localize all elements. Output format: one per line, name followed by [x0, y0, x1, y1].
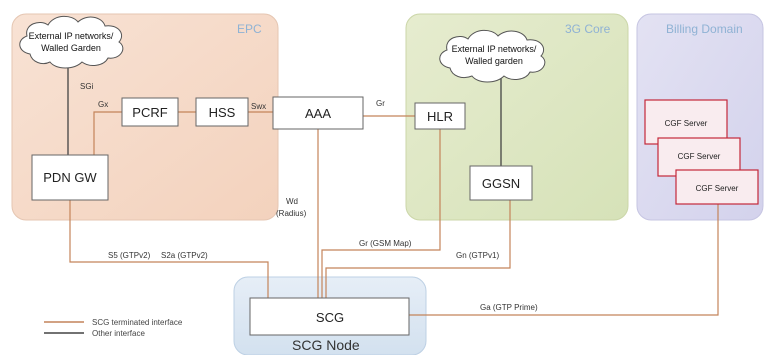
- s5-label: S5 (GTPv2): [108, 251, 151, 260]
- epc-cloud-line2: Walled Garden: [41, 43, 101, 53]
- hss-label: HSS: [209, 105, 236, 120]
- sgi-label: SGi: [80, 82, 94, 91]
- ggsn-box: GGSN: [469, 165, 533, 201]
- epc-title: EPC: [237, 22, 262, 36]
- epc-cloud: External IP networks/ Walled Garden: [19, 15, 124, 69]
- ggsn-label: GGSN: [482, 176, 520, 191]
- hss-box: HSS: [195, 97, 249, 127]
- hlr-label: HLR: [427, 109, 453, 124]
- other-interface-lines: [67, 60, 502, 166]
- scg-label: SCG: [316, 310, 344, 325]
- gx-line: [93, 111, 122, 155]
- ga-label: Ga (GTP Prime): [480, 303, 538, 312]
- gx-label: Gx: [98, 100, 108, 109]
- gn-line: [325, 200, 511, 298]
- cgf-server-3-label: CGF Server: [696, 184, 739, 193]
- radius-label: (Radius): [276, 209, 307, 218]
- ga-line: [409, 203, 719, 316]
- s2a-label: S2a (GTPv2): [161, 251, 208, 260]
- gr-gsm-label: Gr (GSM Map): [359, 239, 412, 248]
- gn-label: Gn (GTPv1): [456, 251, 499, 260]
- scg-node-title: SCG Node: [292, 337, 360, 353]
- hlr-box: HLR: [414, 102, 466, 130]
- pdn-gw-label: PDN GW: [43, 170, 97, 185]
- core3g-cloud-line2: Walled garden: [465, 56, 523, 66]
- legend: SCG terminated interface Other interface: [44, 318, 183, 338]
- aaa-label: AAA: [305, 106, 331, 121]
- billing-title: Billing Domain: [666, 22, 743, 36]
- cgf-server-2-label: CGF Server: [678, 152, 721, 161]
- gr-top-label: Gr: [376, 99, 385, 108]
- core3g-cloud: External IP networks/ Walled garden: [439, 29, 546, 83]
- swx-label: Swx: [251, 102, 266, 111]
- scg-interface-lines: [69, 111, 719, 316]
- wd-label: Wd: [286, 197, 298, 206]
- s5-line: [69, 200, 269, 298]
- legend-scg-label: SCG terminated interface: [92, 318, 183, 327]
- gr-gsm-line: [321, 129, 441, 298]
- epc-cloud-line1: External IP networks/: [29, 31, 114, 41]
- aaa-box: AAA: [272, 96, 364, 130]
- pcrf-box: PCRF: [121, 97, 179, 127]
- pdn-gw-box: PDN GW: [31, 154, 109, 201]
- core3g-cloud-line1: External IP networks/: [452, 44, 537, 54]
- legend-other-label: Other interface: [92, 329, 145, 338]
- cgf-server-1: CGF Server: [644, 99, 728, 145]
- cgf-server-1-label: CGF Server: [665, 119, 708, 128]
- pcrf-label: PCRF: [132, 105, 167, 120]
- cgf-server-3: CGF Server: [675, 169, 759, 205]
- core3g-title: 3G Core: [565, 22, 611, 36]
- scg-box: SCG: [249, 297, 410, 336]
